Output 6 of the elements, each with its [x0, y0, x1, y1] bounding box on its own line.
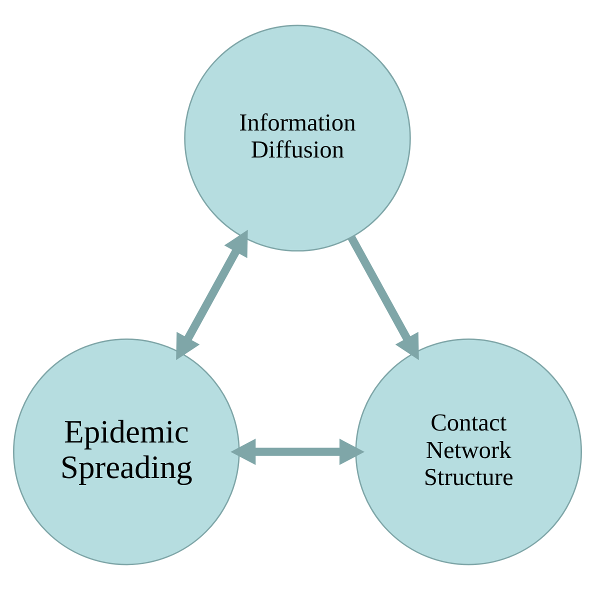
arrow — [176, 229, 248, 360]
node-circle: Information Diffusion — [184, 24, 411, 252]
node-circle: Epidemic Spreading — [13, 338, 240, 565]
arrow — [348, 235, 419, 360]
node-circle: Contact Network Structure — [355, 338, 582, 565]
arrow — [230, 438, 365, 464]
